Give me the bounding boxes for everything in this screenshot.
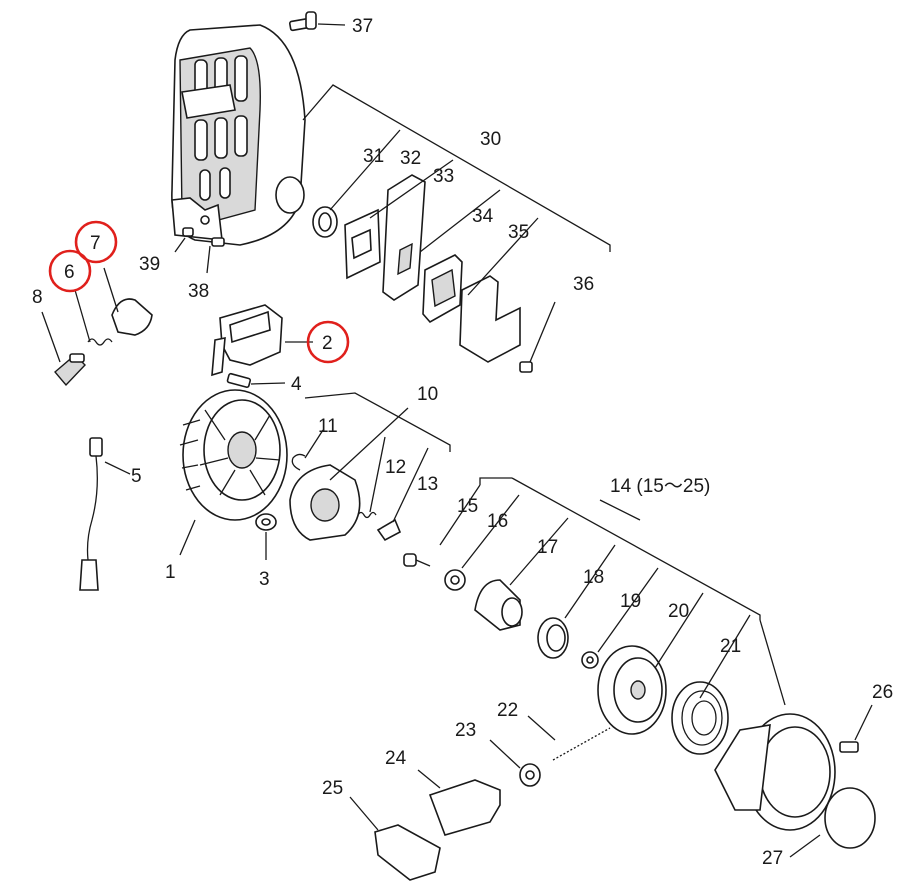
label-27: 27 (762, 848, 783, 869)
bolt-37-part (288, 11, 317, 32)
label-20: 20 (668, 601, 689, 622)
spring-6-part (87, 338, 113, 346)
clutch-10-part (289, 464, 361, 541)
gasket-33-part (382, 174, 426, 301)
nut-3-part (255, 513, 277, 531)
label-5: 5 (131, 466, 142, 487)
clip-11-part (291, 453, 306, 471)
part-number-labels: 1 2 3 4 5 6 7 8 10 11 12 13 14 (15～25) 1… (32, 16, 893, 869)
label-22: 22 (497, 700, 518, 721)
plug-cap-7-part (111, 298, 153, 336)
screw-39-part (182, 227, 194, 237)
bracket-35-part (459, 275, 521, 363)
label-16: 16 (487, 511, 508, 532)
label-25: 25 (322, 778, 343, 799)
cover-34-part (422, 254, 463, 324)
label-23: 23 (455, 720, 476, 741)
label-21: 21 (720, 636, 741, 657)
label-11: 11 (318, 416, 338, 437)
highlight-7-circle (74, 220, 118, 264)
highlight-2-circle (306, 320, 350, 364)
spring-18-part (537, 617, 569, 659)
screw-36-part (519, 361, 533, 373)
bushing-23-part (519, 763, 541, 787)
label-33: 33 (433, 166, 454, 187)
screw-4-part (226, 372, 252, 389)
washer-16-part (444, 569, 466, 591)
reel-20-part (597, 645, 667, 735)
label-4: 4 (291, 374, 302, 395)
label-24: 24 (385, 748, 407, 769)
label-19: 19 (620, 591, 641, 612)
screw-15-part (403, 553, 431, 567)
recoil-spring-21-part (671, 681, 729, 755)
label-7: 7 (90, 233, 101, 254)
label-6: 6 (64, 262, 75, 283)
label-32: 32 (400, 148, 421, 169)
washer-19-part (581, 651, 599, 669)
plate-32-part (344, 208, 381, 280)
wire-5-part (79, 437, 103, 591)
label-14: 14 (15～25) (610, 476, 710, 497)
label-2: 2 (322, 333, 333, 354)
label-1: 1 (165, 562, 176, 583)
cover-27-part (824, 787, 876, 849)
label-31: 31 (363, 146, 384, 167)
label-38: 38 (188, 281, 209, 302)
label-12: 12 (385, 457, 406, 478)
label-26: 26 (872, 682, 893, 703)
label-17: 17 (537, 537, 558, 558)
screw-38-part (211, 237, 225, 247)
label-37: 37 (352, 16, 373, 37)
handle-24-part (428, 779, 501, 836)
ignition-coil-2-part (211, 304, 283, 377)
label-8: 8 (32, 287, 43, 308)
flywheel-1-part (179, 389, 288, 521)
label-30: 30 (480, 129, 501, 150)
grip-25-part (374, 824, 441, 881)
label-10: 10 (417, 384, 438, 405)
reel-shaft-17-part (474, 579, 523, 631)
pawl-13-part (376, 518, 402, 542)
rope-22-part (552, 727, 611, 761)
bolt-26-part (839, 741, 859, 753)
label-13: 13 (417, 474, 438, 495)
label-35: 35 (508, 222, 529, 243)
label-34: 34 (472, 206, 494, 227)
starter-case-26-part (714, 713, 836, 831)
label-18: 18 (583, 567, 604, 588)
muffler-part (171, 24, 306, 246)
label-36: 36 (573, 274, 594, 295)
label-3: 3 (259, 569, 270, 590)
label-39: 39 (139, 254, 160, 275)
label-15: 15 (457, 496, 478, 517)
highlight-6-circle (48, 249, 92, 293)
gasket-31-part (312, 206, 338, 238)
highlight-circles (48, 220, 350, 364)
spark-plug-8-part (54, 353, 86, 387)
spring-12-part (357, 511, 377, 519)
